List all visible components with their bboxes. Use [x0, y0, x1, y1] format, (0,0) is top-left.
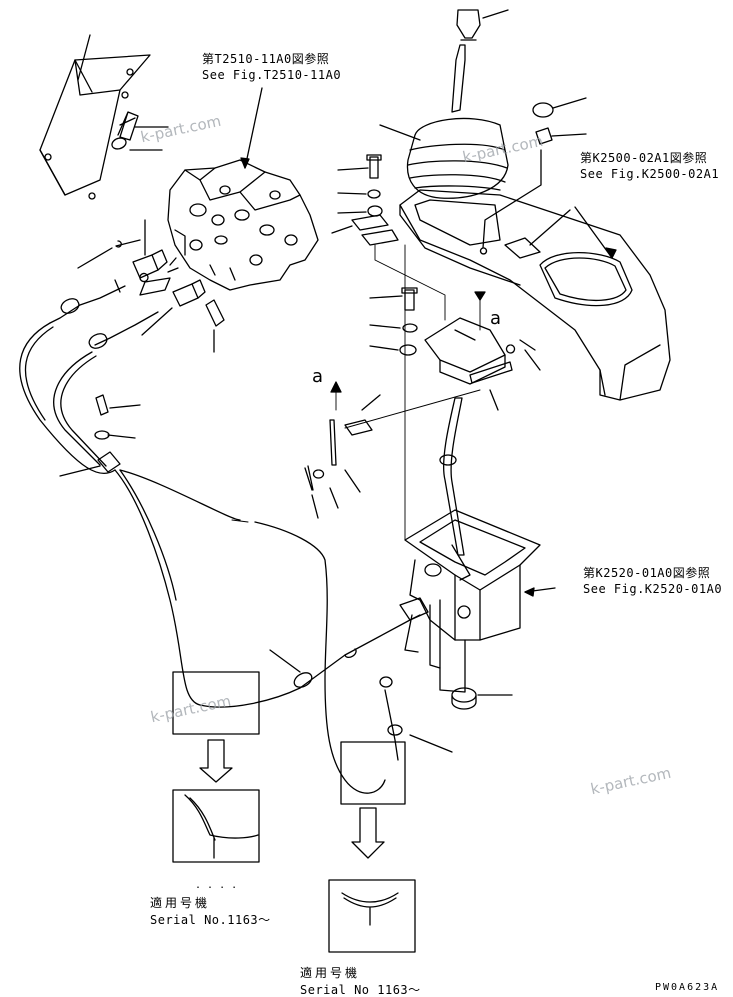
clip-plate-2	[362, 230, 398, 245]
control-valve	[168, 160, 318, 290]
lever-bracket	[425, 318, 512, 384]
push-pull-cable-1	[20, 280, 125, 473]
lever-knob	[457, 10, 480, 40]
ref-valve-en: See Fig.T2510-11A0	[202, 68, 342, 82]
ref-valve-jp: 第T2510-11A0図参照	[202, 52, 330, 66]
bracket-plate	[40, 55, 150, 199]
lock-plate	[505, 238, 540, 258]
ref-lever-box-jp: 第K2520-01A0図参照	[583, 566, 711, 580]
lever-rod	[452, 45, 465, 112]
ref-lever-box-en: See Fig.K2520-01A0	[583, 582, 723, 596]
bolt-2	[206, 300, 224, 326]
detail-box-left-large	[173, 790, 259, 862]
bolt-4	[402, 288, 417, 310]
cap	[533, 103, 553, 117]
link-rod	[345, 390, 480, 428]
ref-console-jp: 第K2500-02A1図参照	[580, 151, 708, 165]
bolt-small-1	[118, 112, 138, 140]
operator-console	[400, 190, 670, 400]
detail-box-left-small	[173, 672, 259, 734]
cable-clamp	[98, 452, 120, 472]
serial-note-right-jp: 適用号機	[300, 966, 361, 980]
lever-boot	[407, 118, 508, 198]
arrow-right-down	[352, 808, 384, 858]
serial-note-left-jp: 適用号機	[150, 896, 211, 910]
push-pull-cable-2	[54, 312, 300, 707]
drawing-code: PW0A623A	[655, 982, 720, 993]
cable-joint-lower	[173, 280, 205, 306]
serial-note-right-en: Serial No 1163～	[300, 983, 421, 997]
arrow-left-down	[200, 740, 232, 782]
callout-a-left: a	[312, 366, 324, 387]
pin-1	[116, 240, 140, 247]
bolt-3	[367, 155, 381, 178]
svg-text:. . . .: . . . .	[195, 880, 237, 891]
cable-joint-upper	[133, 250, 167, 282]
ref-console-en: See Fig.K2500-02A1	[580, 167, 720, 181]
detail-box-right-large	[329, 880, 415, 952]
serial-note-left-en: Serial No.1163～	[150, 913, 271, 927]
callout-a-right: a	[490, 308, 502, 329]
detail-box-right-small	[341, 742, 405, 804]
clip-plate-1	[352, 215, 388, 230]
lower-lever-rod	[444, 398, 464, 555]
lever-box	[400, 510, 540, 692]
grommet	[452, 688, 476, 709]
